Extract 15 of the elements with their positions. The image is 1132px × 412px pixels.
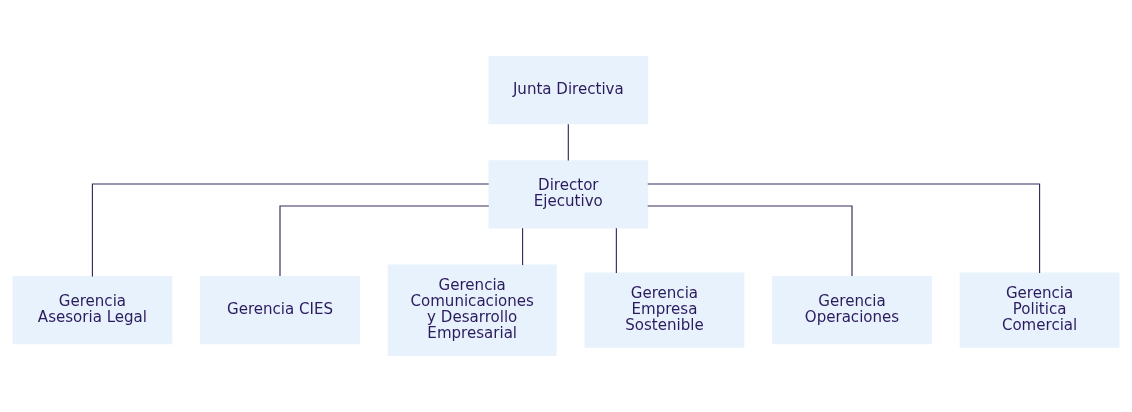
node-box: Gerencia Asesoria Legal (12, 276, 173, 345)
connector (647, 205, 853, 277)
node-box: Gerencia Empresa Sostenible (584, 272, 745, 348)
connector (647, 183, 1041, 274)
node-box: Director Ejecutivo (488, 160, 649, 229)
connector (279, 205, 490, 277)
connector (567, 123, 569, 162)
connector (91, 183, 490, 277)
node-box: Gerencia Politica Comercial (959, 272, 1120, 348)
node-box: Gerencia CIES (200, 276, 360, 345)
connector (615, 227, 617, 274)
connector (522, 227, 524, 266)
node-box: Junta Directiva (488, 56, 649, 125)
node-box: Gerencia Comunicaciones y Desarrollo Empresarial (387, 264, 557, 356)
node-box: Gerencia Operaciones (772, 276, 932, 345)
